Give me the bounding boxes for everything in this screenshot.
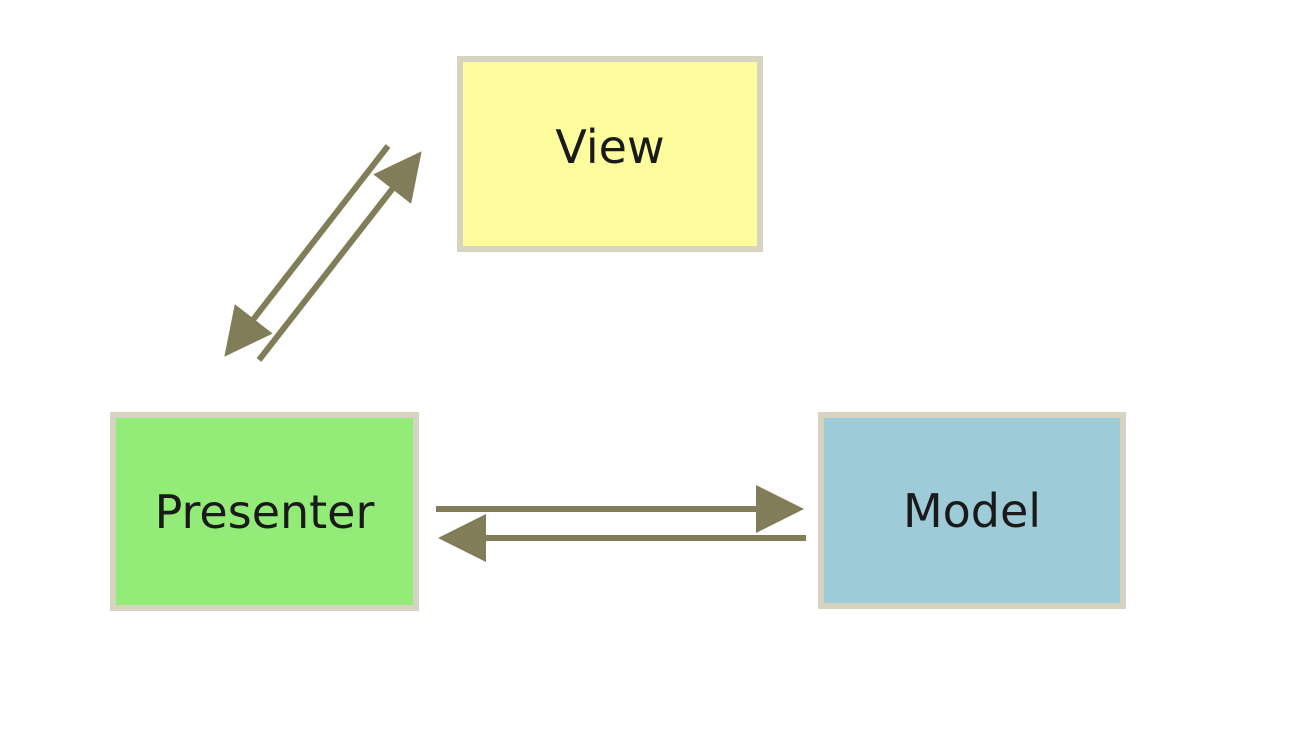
arrow-presenter-to-view: [256, 151, 422, 362]
presenter-label: Presenter: [154, 484, 375, 539]
presenter-box: Presenter: [110, 412, 419, 611]
model-box: Model: [818, 412, 1126, 609]
arrow-view-to-presenter: [224, 144, 391, 357]
model-label: Model: [902, 483, 1042, 538]
view-label: View: [555, 120, 665, 174]
view-box: View: [457, 56, 763, 252]
